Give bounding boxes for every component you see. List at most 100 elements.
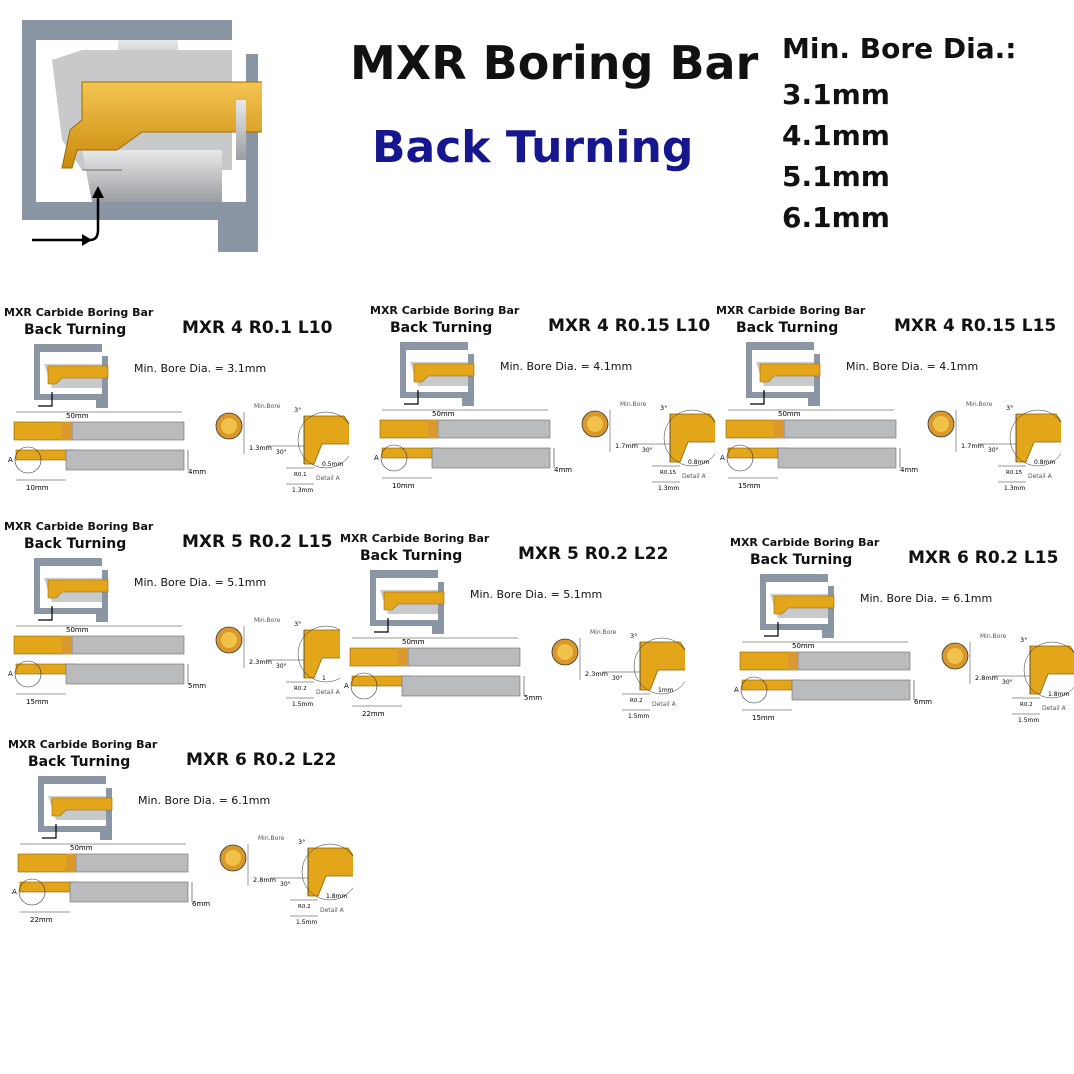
mini-housing-illustration: [370, 570, 445, 634]
shank-label: 6mm: [192, 900, 210, 908]
mini-housing-illustration: [760, 574, 835, 638]
card-drawing: 50mm A 6mm 22mm Min.Bore 2.8mm 30° 3° R0…: [12, 776, 353, 926]
bar-length-label: 50mm: [792, 642, 815, 650]
height-label: 2.8mm: [253, 876, 276, 884]
min-bore-tag: Min.Bore: [590, 629, 617, 636]
card-brand: MXR Carbide Boring Bar: [730, 536, 880, 549]
shank-label: 6mm: [914, 698, 932, 706]
detail-a-view: [978, 409, 1061, 483]
side-view-bar: [17, 843, 189, 873]
edge-label: 0.8mm: [688, 459, 709, 466]
marker-label: A: [8, 456, 13, 464]
marker-label: A: [720, 454, 725, 462]
detail-a-view: [602, 637, 685, 711]
card-drawing: 50mm A 4mm 15mm Min.Bore 1.7mm 30° 3° R0…: [720, 342, 1061, 492]
radius-label: R0.1: [294, 472, 307, 478]
angle-side-label: 30°: [276, 449, 287, 456]
radius-label: R0.2: [1020, 702, 1033, 708]
edge-label: 0.5mm: [322, 461, 343, 468]
width-label: 1.5mm: [1018, 717, 1039, 724]
mini-housing-illustration: [400, 342, 475, 406]
card-bore: Min. Bore Dia. = 5.1mm: [470, 588, 603, 601]
card-model: MXR 4 R0.1 L10: [182, 318, 333, 338]
top-view-bar: [14, 446, 189, 481]
edge-label: 0.8mm: [1034, 459, 1055, 466]
end-view: [927, 410, 957, 452]
radius-label: R0.15: [1006, 470, 1023, 476]
min-bore-tag: Min.Bore: [980, 633, 1007, 640]
card-drawing: 50mm A 4mm 10mm Min.Bore 1.7mm 30° 3° R0…: [374, 342, 715, 492]
width-label: 1.3mm: [1004, 485, 1025, 492]
detail-label: Detail A: [316, 475, 341, 482]
radius-label: R0.2: [630, 698, 643, 704]
card-model: MXR 6 R0.2 L15: [908, 548, 1059, 568]
detail-label: Detail A: [320, 907, 345, 914]
card-bore: Min. Bore Dia. = 5.1mm: [134, 576, 267, 589]
bar-length-label: 50mm: [778, 410, 801, 418]
angle-top-label: 3°: [1020, 636, 1027, 644]
mini-arrow-icon: [42, 824, 57, 839]
min-bore-tag: Min.Bore: [254, 617, 281, 624]
width-label: 1.3mm: [292, 487, 313, 494]
card-subtitle: Back Turning: [750, 552, 853, 568]
detail-a-view: [992, 641, 1074, 715]
product-card: 50mm A 4mm 10mm Min.Bore 1.3mm 30° 3° R0…: [4, 304, 349, 509]
marker-label: A: [344, 682, 349, 690]
angle-top-label: 3°: [294, 620, 301, 628]
end-view: [551, 638, 581, 680]
radius-label: R0.2: [294, 686, 307, 692]
mini-housing-illustration: [34, 344, 109, 408]
mini-arrow-icon: [38, 606, 53, 621]
height-label: 1.7mm: [961, 442, 984, 450]
product-card: 50mm A 6mm 22mm Min.Bore 2.8mm 30° 3° R0…: [8, 736, 353, 941]
angle-top-label: 3°: [660, 404, 667, 412]
min-bore-tag: Min.Bore: [254, 403, 281, 410]
angle-top-label: 3°: [298, 838, 305, 846]
length-label: 10mm: [26, 484, 49, 492]
length-label: 22mm: [362, 710, 385, 718]
card-bore: Min. Bore Dia. = 6.1mm: [138, 794, 271, 807]
card-subtitle: Back Turning: [390, 320, 493, 336]
angle-side-label: 30°: [612, 675, 623, 682]
card-subtitle: Back Turning: [24, 536, 127, 552]
product-card: 50mm A 5mm 15mm Min.Bore 2.3mm 30° 3° R0…: [4, 518, 349, 723]
length-label: 22mm: [30, 916, 53, 924]
shank-label: 5mm: [524, 694, 542, 702]
main-title: MXR Boring Bar: [350, 36, 759, 90]
height-label: 2.3mm: [249, 658, 272, 666]
width-label: 1.5mm: [628, 713, 649, 720]
card-brand: MXR Carbide Boring Bar: [370, 304, 520, 317]
card-brand: MXR Carbide Boring Bar: [340, 532, 490, 545]
detail-label: Detail A: [1028, 473, 1053, 480]
detail-a-view: [270, 843, 353, 917]
bore-heading: Min. Bore Dia.:: [782, 32, 1017, 65]
card-subtitle: Back Turning: [360, 548, 463, 564]
marker-label: A: [12, 888, 17, 896]
detail-label: Detail A: [316, 689, 341, 696]
min-bore-tag: Min.Bore: [258, 835, 285, 842]
detail-a-view: [632, 409, 715, 483]
product-card: 50mm A 4mm 15mm Min.Bore 1.7mm 30° 3° R0…: [716, 302, 1061, 507]
height-label: 1.3mm: [249, 444, 272, 452]
card-subtitle: Back Turning: [24, 322, 127, 338]
card-model: MXR 5 R0.2 L15: [182, 532, 333, 552]
height-label: 2.3mm: [585, 670, 608, 678]
radius-label: R0.15: [660, 470, 677, 476]
detail-label: Detail A: [1042, 705, 1067, 712]
card-brand: MXR Carbide Boring Bar: [716, 304, 866, 317]
mini-arrow-icon: [750, 390, 765, 405]
hero-illustration: [22, 20, 262, 252]
side-view-bar: [379, 409, 551, 439]
top-view-bar: [18, 878, 193, 913]
card-brand: MXR Carbide Boring Bar: [8, 738, 158, 751]
top-view-bar: [380, 444, 555, 479]
side-view-bar: [739, 641, 911, 671]
shank-label: 5mm: [188, 682, 206, 690]
end-view: [215, 626, 245, 668]
bore-value: 6.1mm: [782, 201, 890, 234]
height-label: 2.8mm: [975, 674, 998, 682]
angle-top-label: 3°: [294, 406, 301, 414]
top-view-bar: [740, 676, 915, 711]
angle-side-label: 30°: [988, 447, 999, 454]
card-subtitle: Back Turning: [28, 754, 131, 770]
